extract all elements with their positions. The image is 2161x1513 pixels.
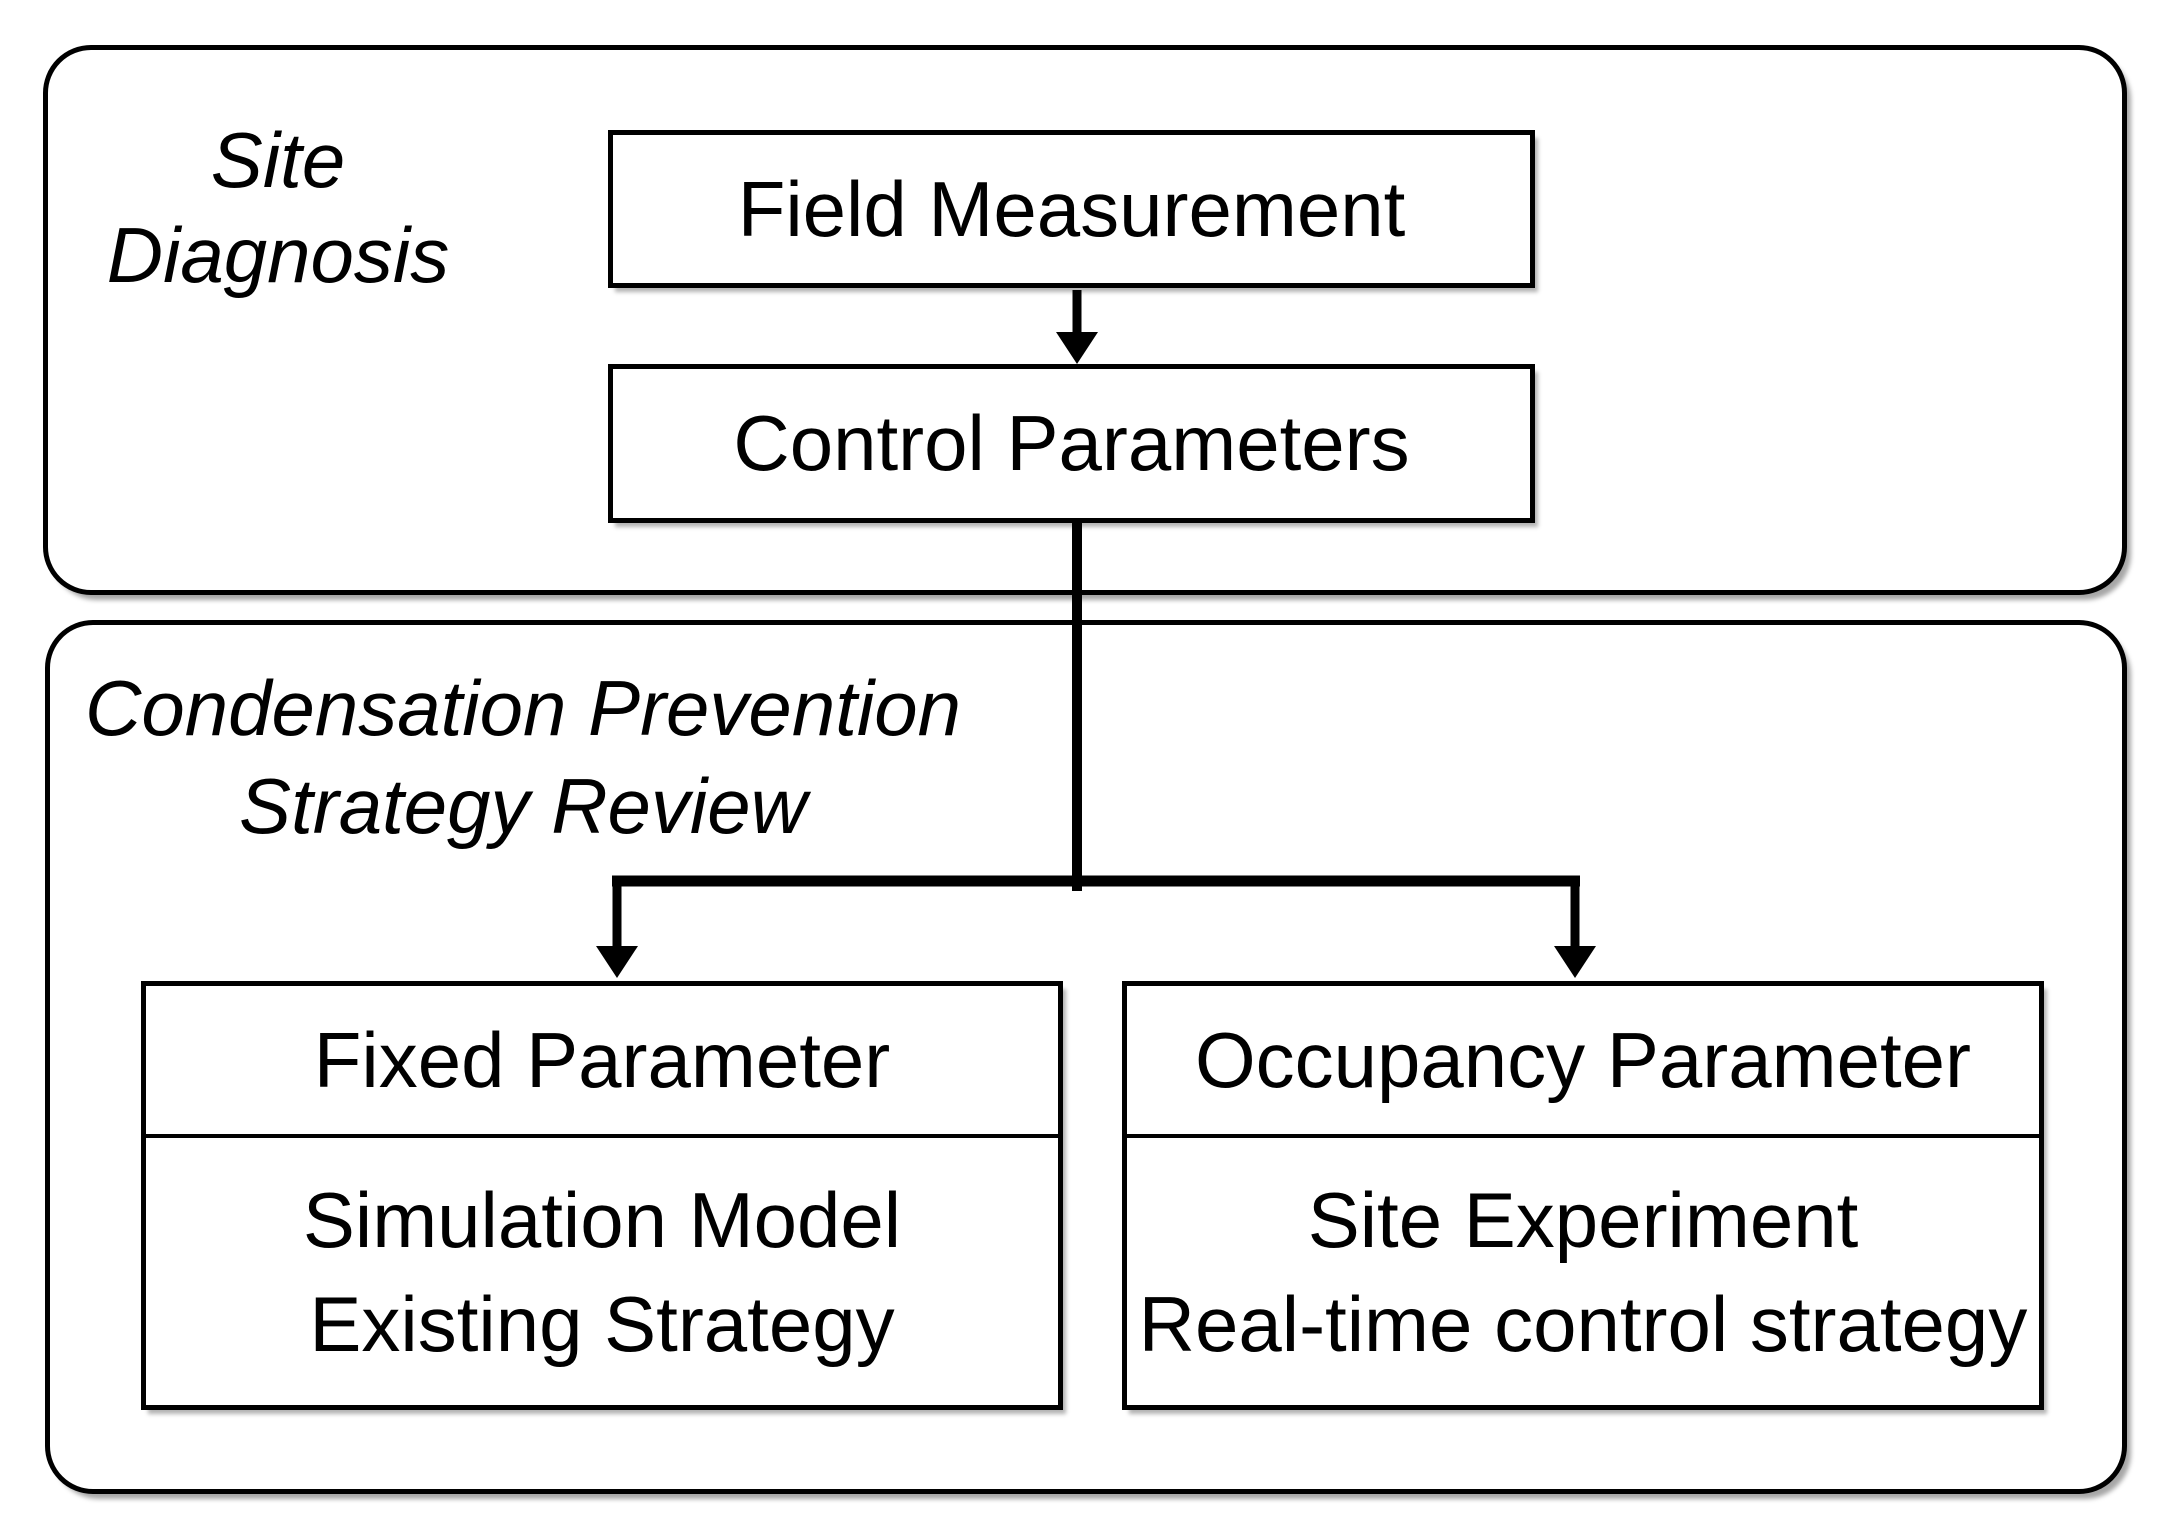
- occupancy-parameter-header: Occupancy Parameter: [1127, 986, 2039, 1138]
- occupancy-parameter-body: Site Experiment Real-time control strate…: [1138, 1175, 2028, 1368]
- fixed-parameter-box: Fixed Parameter Simulation Model Existin…: [141, 981, 1063, 1410]
- strategy-review-title: Condensation Prevention Strategy Review: [85, 664, 961, 850]
- control-parameters-label: Control Parameters: [733, 399, 1410, 487]
- occupancy-parameter-box: Occupancy Parameter Site Experiment Real…: [1122, 981, 2044, 1410]
- field-measurement-label: Field Measurement: [737, 164, 1406, 253]
- control-parameters-box: Control Parameters: [608, 364, 1535, 523]
- fixed-parameter-body: Simulation Model Existing Strategy: [302, 1175, 902, 1368]
- field-measurement-box: Field Measurement: [608, 130, 1535, 288]
- fixed-parameter-header: Fixed Parameter: [146, 986, 1058, 1138]
- site-diagnosis-title: Site Diagnosis: [106, 116, 450, 299]
